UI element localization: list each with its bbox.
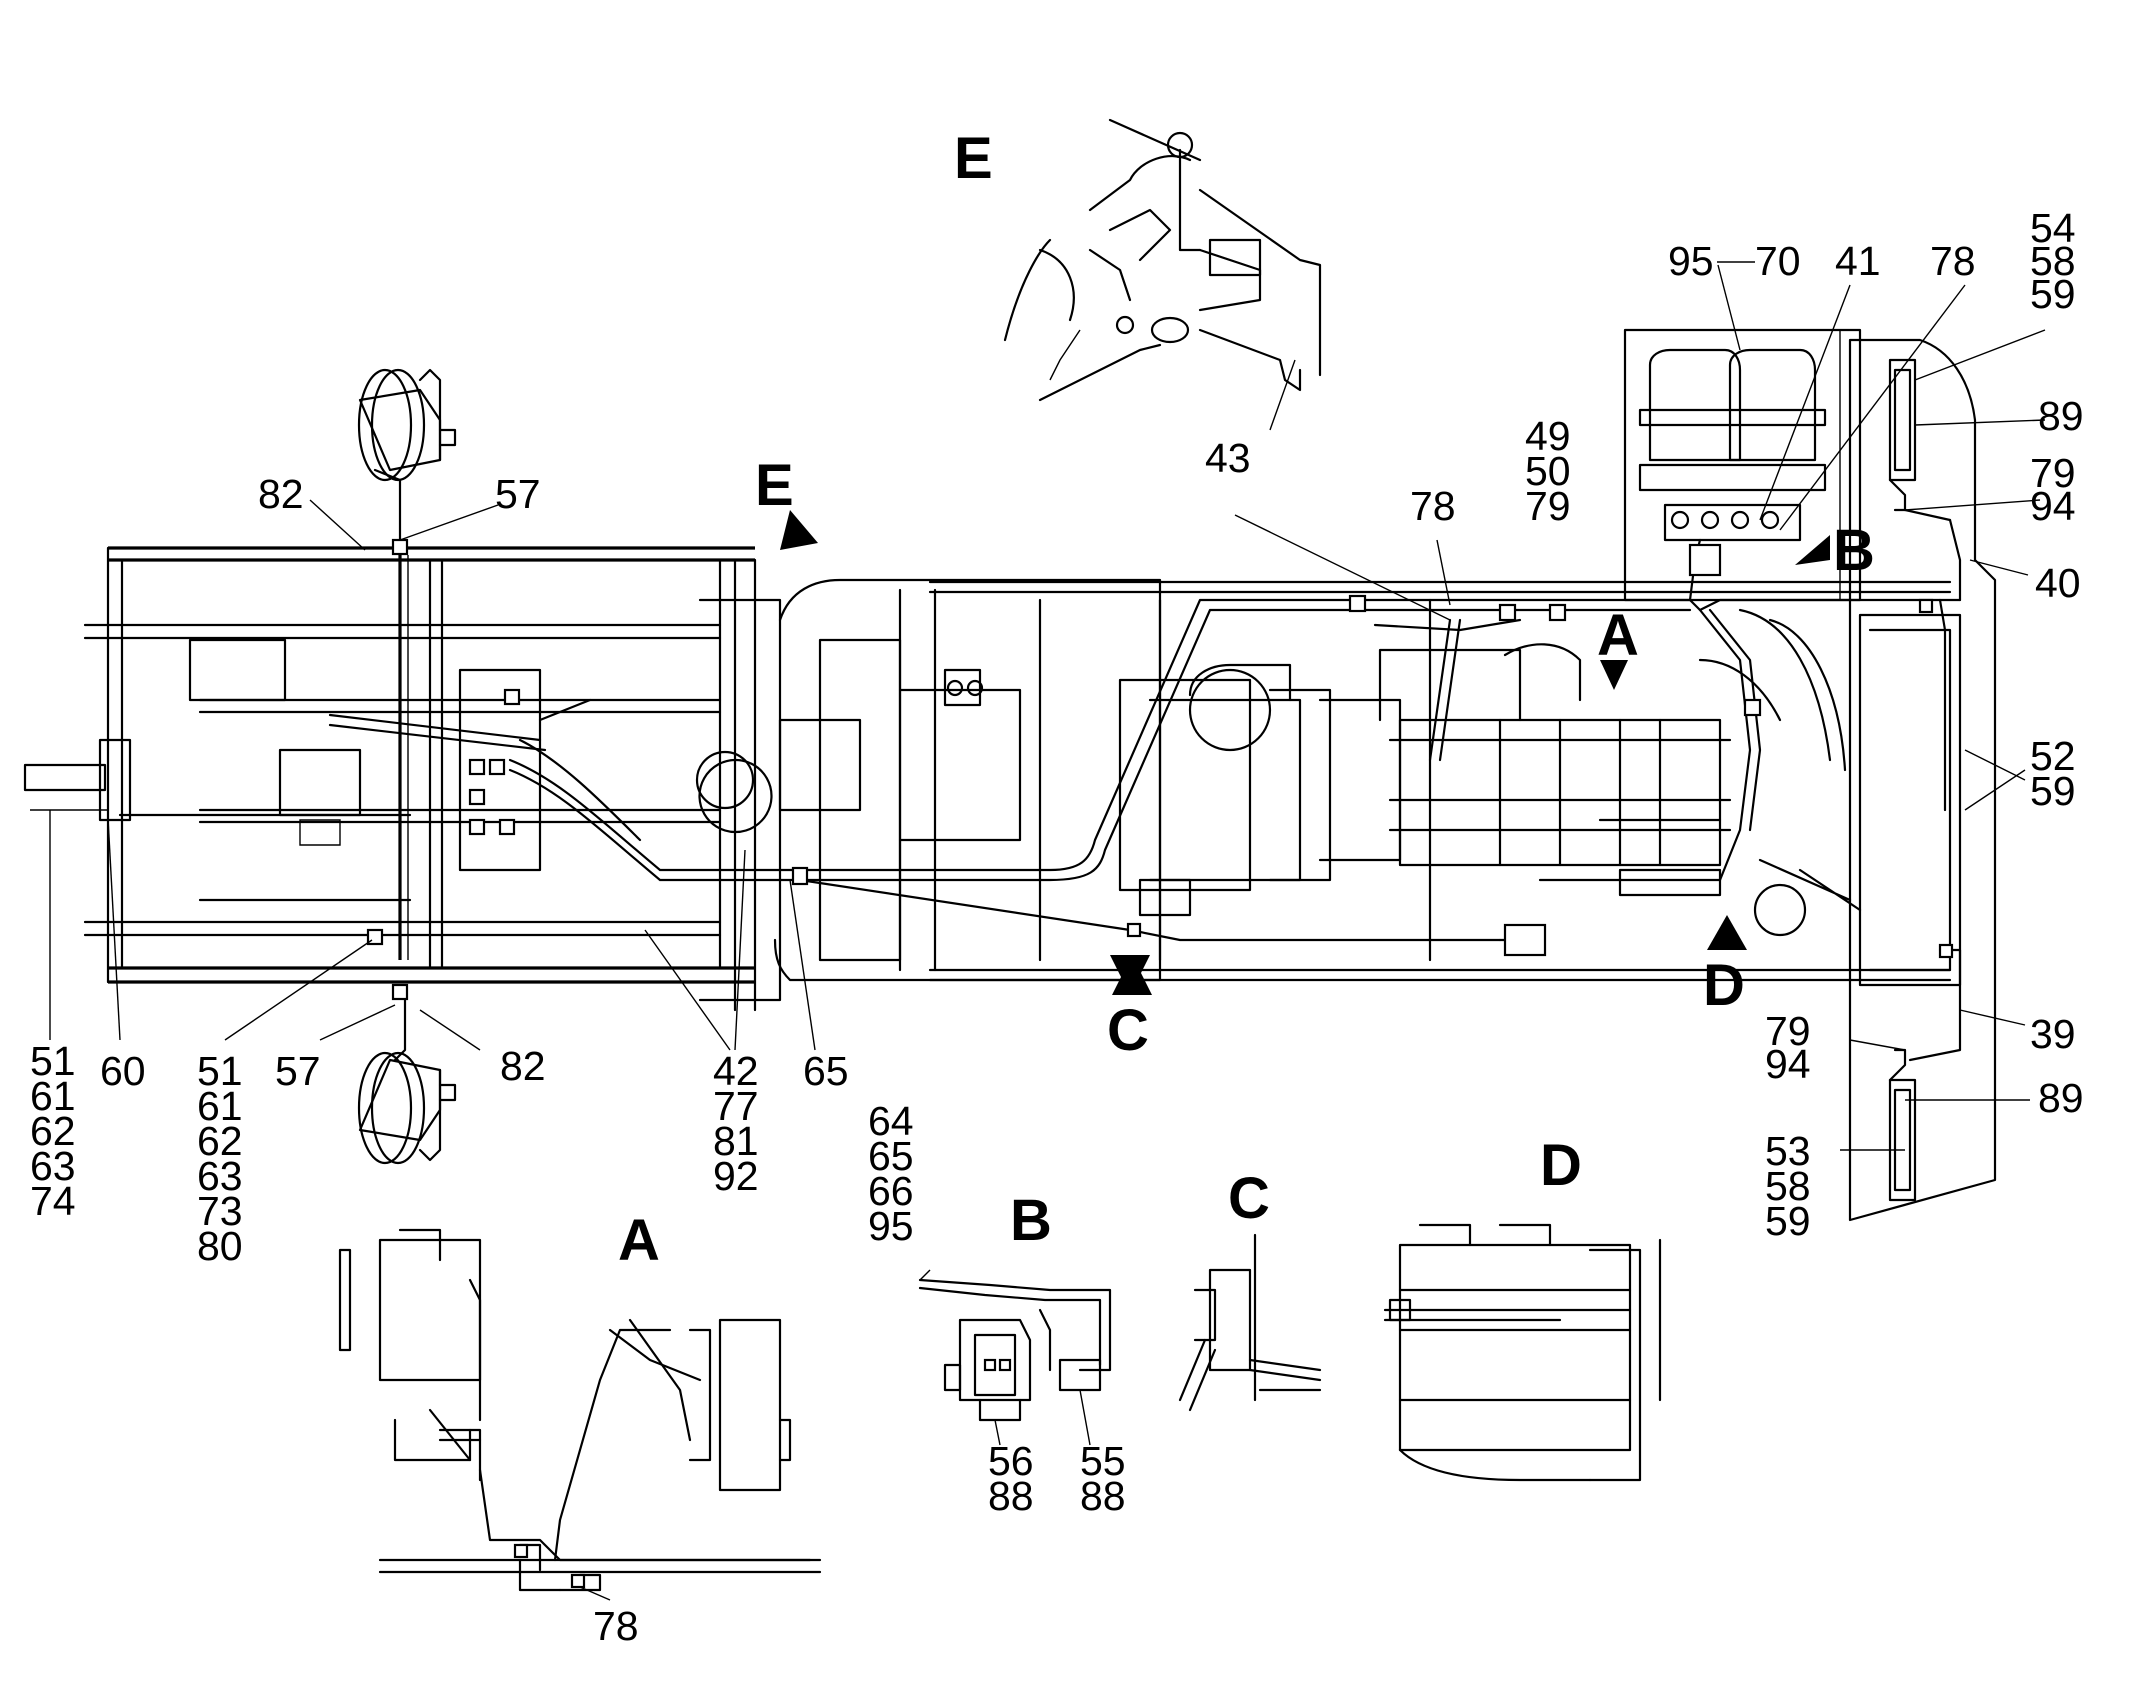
callout-59-bot: 59	[1765, 1198, 1811, 1244]
callout-92: 92	[713, 1153, 759, 1199]
mirror-bottom-right	[1888, 1048, 1917, 1202]
callout-57-top: 57	[495, 471, 541, 517]
view-letter-b: B	[1010, 1188, 1052, 1253]
callout-43: 43	[1205, 435, 1251, 481]
callout-81: 81	[713, 1118, 759, 1164]
detail-view-b	[918, 1278, 1112, 1422]
callout-56: 56	[988, 1438, 1034, 1484]
callout-78-mid: 78	[1410, 483, 1456, 529]
callout-89-top: 89	[2038, 393, 2084, 439]
callout-62-mid: 62	[197, 1118, 243, 1164]
callout-numbers: 95 70 41 78 54 58 59 89 79 94 40 52 59 3…	[30, 205, 2084, 1649]
callout-39: 39	[2030, 1011, 2076, 1057]
callout-51-mid: 51	[197, 1048, 243, 1094]
pointer-letter-e: E	[755, 453, 794, 518]
callout-49: 49	[1525, 413, 1571, 459]
callout-94-top: 94	[2030, 483, 2076, 529]
callout-82-top: 82	[258, 471, 304, 517]
callout-65: 65	[803, 1048, 849, 1094]
callout-50: 50	[1525, 448, 1571, 494]
callout-79-top: 79	[2030, 450, 2076, 496]
front-wheel-top	[357, 368, 457, 542]
mirror-top-right	[1888, 358, 1917, 512]
detail-view-a	[338, 1228, 822, 1592]
callout-59: 59	[2030, 271, 2076, 317]
callout-80-mid: 80	[197, 1223, 243, 1269]
callout-52: 52	[2030, 733, 2076, 779]
callout-61-mid: 61	[197, 1083, 243, 1129]
view-letter-d: D	[1540, 1133, 1582, 1198]
pointer-letter-d: D	[1703, 953, 1745, 1018]
callout-58-bot: 58	[1765, 1163, 1811, 1209]
leader-lines	[49, 264, 2046, 1601]
detail-view-c	[1178, 1233, 1322, 1412]
callout-51-left: 51	[30, 1038, 76, 1084]
view-letter-e: E	[954, 126, 993, 191]
callout-66: 66	[868, 1168, 914, 1214]
callout-54: 54	[2030, 205, 2076, 251]
callout-79-bot: 79	[1765, 1008, 1811, 1054]
front-wheel-bottom	[357, 988, 457, 1165]
detail-view-d	[1383, 1223, 1662, 1482]
callout-88-b: 88	[1080, 1473, 1126, 1519]
callout-40: 40	[2035, 560, 2081, 606]
callout-63-left: 63	[30, 1143, 76, 1189]
view-letter-c: C	[1228, 1166, 1270, 1231]
callout-59-mid: 59	[2030, 768, 2076, 814]
callout-77: 77	[713, 1083, 759, 1129]
view-letters: E A B C D E A B C D	[618, 126, 1875, 1273]
callout-73-mid: 73	[197, 1188, 243, 1234]
view-pointers	[780, 510, 1830, 995]
pointer-letter-c: C	[1107, 998, 1149, 1063]
callout-63-mid: 63	[197, 1153, 243, 1199]
callout-95-b: 95	[868, 1203, 914, 1249]
wiring-harness	[118, 508, 1962, 1062]
callout-55: 55	[1080, 1438, 1126, 1484]
callout-58: 58	[2030, 238, 2076, 284]
callout-42: 42	[713, 1048, 759, 1094]
tank-block	[778, 638, 1022, 962]
relay-panel	[458, 668, 542, 872]
callout-79-mid: 79	[1525, 483, 1571, 529]
callout-70: 70	[1755, 238, 1801, 284]
callout-53: 53	[1765, 1128, 1811, 1174]
callout-94-bot: 94	[1765, 1041, 1811, 1087]
callout-61-left: 61	[30, 1073, 76, 1119]
callout-78-bot: 78	[593, 1603, 639, 1649]
callout-74-left: 74	[30, 1178, 76, 1224]
callout-65-b: 65	[868, 1133, 914, 1179]
callout-62-left: 62	[30, 1108, 76, 1154]
callout-82-bot: 82	[500, 1043, 546, 1089]
callout-60: 60	[100, 1048, 146, 1094]
engine	[1118, 608, 1862, 937]
view-letter-a: A	[618, 1208, 660, 1273]
battery-tray	[1638, 348, 1827, 542]
callout-78-top: 78	[1930, 238, 1976, 284]
callout-88-a: 88	[988, 1473, 1034, 1519]
detail-view-e	[1003, 118, 1322, 402]
pointer-letter-a: A	[1597, 603, 1639, 668]
callout-41: 41	[1835, 238, 1881, 284]
callout-89-bot: 89	[2038, 1075, 2084, 1121]
pointer-letter-b: B	[1833, 518, 1875, 583]
callout-95: 95	[1668, 238, 1714, 284]
callout-64: 64	[868, 1098, 914, 1144]
callout-57-bot: 57	[275, 1048, 321, 1094]
